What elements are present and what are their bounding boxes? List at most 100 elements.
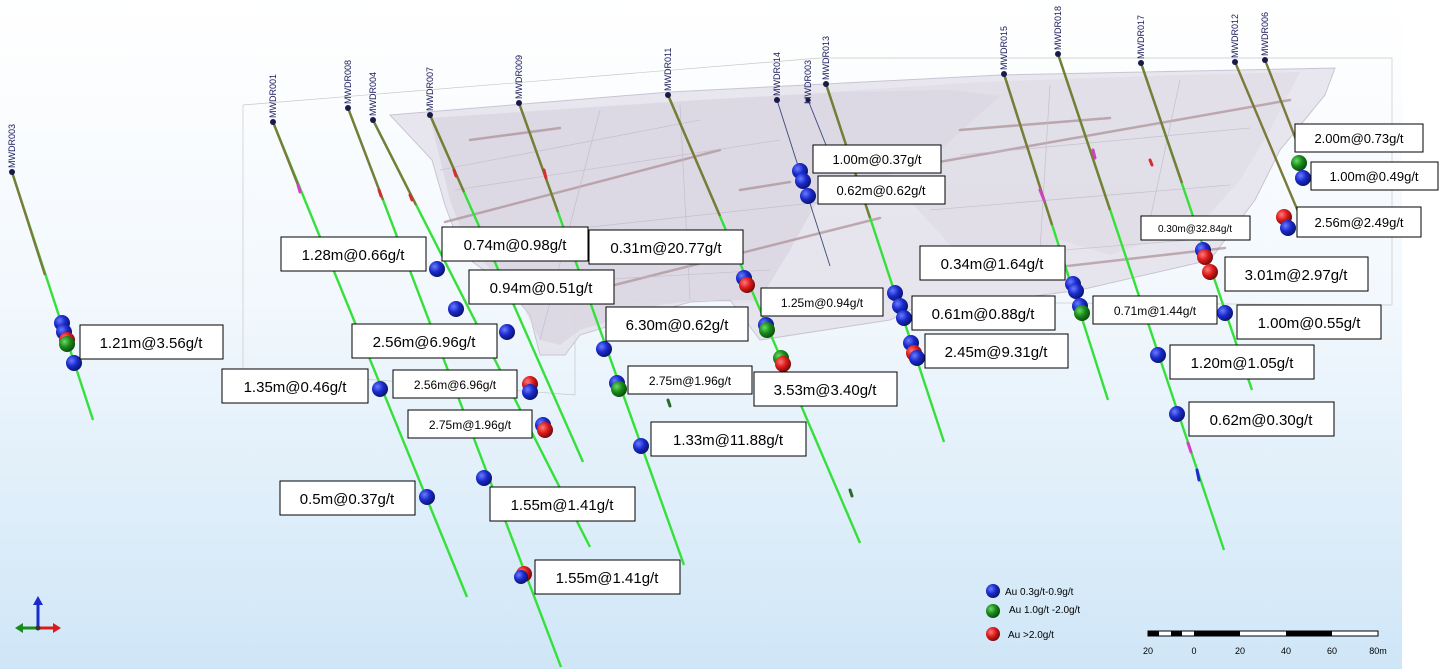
svg-text:MWDR003: MWDR003 (7, 124, 17, 168)
svg-text:MWDR001: MWDR001 (268, 74, 278, 118)
svg-text:MWDR011: MWDR011 (663, 48, 673, 91)
svg-text:3.53m@3.40g/t: 3.53m@3.40g/t (774, 382, 878, 399)
intercept-label: 0.62m@0.62g/t (817, 175, 946, 205)
scale-tick-label: 40 (1281, 646, 1291, 656)
scale-bar: 20 0 20 40 60 80m (1143, 630, 1387, 656)
collar-mwdr013: MWDR013 (821, 36, 831, 87)
svg-text:1.35m@0.46g/t: 1.35m@0.46g/t (244, 379, 348, 396)
svg-text:0.94m@0.51g/t: 0.94m@0.51g/t (490, 280, 594, 297)
trace-mwdr003-east (807, 99, 827, 146)
sphere-blue (909, 350, 925, 366)
collar-mwdr003-west: MWDR003 (7, 124, 17, 175)
intercept-label: 0.94m@0.51g/t (468, 269, 615, 305)
collar-mwdr004: MWDR004 (368, 72, 378, 123)
trace-mwdr006 (1263, 59, 1302, 151)
legend-item-green: Au 1.0g/t -2.0g/t (986, 604, 1080, 618)
scale-tick-label: 20 (1143, 646, 1153, 656)
legend-swatch-green (986, 604, 1000, 618)
scale-tick-label: 0 (1191, 646, 1196, 656)
svg-text:0.34m@1.64g/t: 0.34m@1.64g/t (941, 256, 1045, 273)
svg-text:Au 1.0g/t -2.0g/t: Au 1.0g/t -2.0g/t (1009, 605, 1080, 616)
svg-text:0.62m@0.30g/t: 0.62m@0.30g/t (1210, 412, 1314, 429)
collar-mwdr017: MWDR017 (1136, 15, 1146, 66)
scale-tick-label: 80m (1369, 646, 1387, 656)
sphere-green (611, 381, 627, 397)
sphere-blue (1068, 283, 1084, 299)
legend-swatch-blue (986, 584, 1000, 598)
svg-text:MWDR003: MWDR003 (803, 60, 813, 104)
svg-text:2.56m@6.96g/t: 2.56m@6.96g/t (414, 378, 497, 392)
intercept-labels: 1.21m@3.56g/t 1.28m@0.66g/t 1.35m@0.46g/… (79, 123, 1439, 595)
svg-text:1.21m@3.56g/t: 1.21m@3.56g/t (100, 335, 204, 352)
sphere-blue (448, 301, 464, 317)
sphere-blue (66, 355, 82, 371)
sphere-green (59, 336, 75, 352)
intercept-label: 0.34m@1.64g/t (919, 245, 1066, 281)
svg-text:MWDR015: MWDR015 (999, 26, 1009, 70)
intercept-label: 1.28m@0.66g/t (280, 236, 427, 272)
svg-text:3.01m@2.97g/t: 3.01m@2.97g/t (1245, 267, 1349, 284)
svg-text:1.28m@0.66g/t: 1.28m@0.66g/t (302, 247, 406, 264)
intercept-label: 1.55m@1.41g/t (534, 559, 681, 595)
sphere-red (739, 277, 755, 293)
svg-text:2.75m@1.96g/t: 2.75m@1.96g/t (429, 418, 512, 432)
sphere-blue (429, 261, 445, 277)
svg-text:2.75m@1.96g/t: 2.75m@1.96g/t (649, 374, 732, 388)
right-margin (1402, 0, 1439, 669)
intercept-label: 3.53m@3.40g/t (753, 371, 898, 407)
svg-text:MWDR012: MWDR012 (1230, 14, 1240, 58)
sphere-blue (522, 384, 538, 400)
sphere-blue (795, 173, 811, 189)
svg-text:2.56m@6.96g/t: 2.56m@6.96g/t (373, 334, 477, 351)
svg-text:1.33m@11.88g/t: 1.33m@11.88g/t (673, 432, 784, 449)
svg-text:MWDR018: MWDR018 (1053, 6, 1063, 50)
legend: Au 0.3g/t-0.9g/t Au 1.0g/t -2.0g/t Au >2… (986, 584, 1080, 641)
svg-text:MWDR009: MWDR009 (514, 55, 524, 99)
svg-text:MWDR014: MWDR014 (772, 52, 782, 96)
assay-segments (296, 148, 1201, 498)
sphere-blue (596, 341, 612, 357)
svg-text:1.25m@0.94g/t: 1.25m@0.94g/t (781, 296, 864, 310)
intercept-label: 2.75m@1.96g/t (407, 409, 533, 439)
intercept-label: 0.62m@0.30g/t (1188, 401, 1335, 437)
scale-tick-label: 20 (1235, 646, 1245, 656)
collar-mwdr009: MWDR009 (514, 55, 524, 106)
intercept-label: 1.00m@0.49g/t (1310, 161, 1439, 191)
legend-item-red: Au >2.0g/t (986, 627, 1054, 641)
svg-text:1.00m@0.49g/t: 1.00m@0.49g/t (1329, 169, 1418, 184)
svg-text:2.00m@0.73g/t: 2.00m@0.73g/t (1314, 131, 1403, 146)
svg-text:2.56m@2.49g/t: 2.56m@2.49g/t (1314, 215, 1403, 230)
collar-mwdr011: MWDR011 (663, 48, 673, 98)
sphere-green (759, 322, 775, 338)
svg-text:MWDR013: MWDR013 (821, 36, 831, 80)
intercept-label: 3.01m@2.97g/t (1224, 256, 1369, 292)
intercept-label: 1.00m@0.55g/t (1236, 304, 1382, 340)
intercept-label: 0.74m@0.98g/t (441, 226, 589, 262)
sphere-blue (476, 470, 492, 486)
axis-triad-icon[interactable] (15, 596, 61, 633)
svg-text:1.20m@1.05g/t: 1.20m@1.05g/t (1191, 355, 1295, 372)
intercept-label: 1.25m@0.94g/t (760, 287, 884, 317)
sphere-blue (499, 324, 515, 340)
sphere-blue (1217, 305, 1233, 321)
svg-text:1.00m@0.55g/t: 1.00m@0.55g/t (1258, 315, 1362, 332)
intercept-spheres (54, 155, 1311, 584)
intercept-label: 0.31m@20.77g/t (588, 229, 744, 265)
svg-text:0.31m@20.77g/t: 0.31m@20.77g/t (610, 240, 722, 257)
trace-mwdr001 (271, 121, 469, 598)
collar-mwdr015: MWDR015 (999, 26, 1009, 77)
svg-text:0.74m@0.98g/t: 0.74m@0.98g/t (464, 237, 568, 254)
trace-mwdr012 (1233, 61, 1307, 229)
sphere-blue (887, 285, 903, 301)
collar-mwdr006: MWDR006 (1260, 12, 1270, 63)
svg-text:1.55m@1.41g/t: 1.55m@1.41g/t (556, 570, 660, 587)
intercept-label: 0.30m@32.84g/t (1140, 215, 1251, 241)
sphere-blue (372, 381, 388, 397)
svg-text:1.55m@1.41g/t: 1.55m@1.41g/t (511, 497, 615, 514)
intercept-label: 1.00m@0.37g/t (812, 144, 942, 174)
svg-text:MWDR006: MWDR006 (1260, 12, 1270, 56)
svg-text:MWDR017: MWDR017 (1136, 15, 1146, 59)
intercept-label: 0.61m@0.88g/t (911, 295, 1056, 331)
intercept-label: 2.56m@2.49g/t (1296, 206, 1422, 238)
